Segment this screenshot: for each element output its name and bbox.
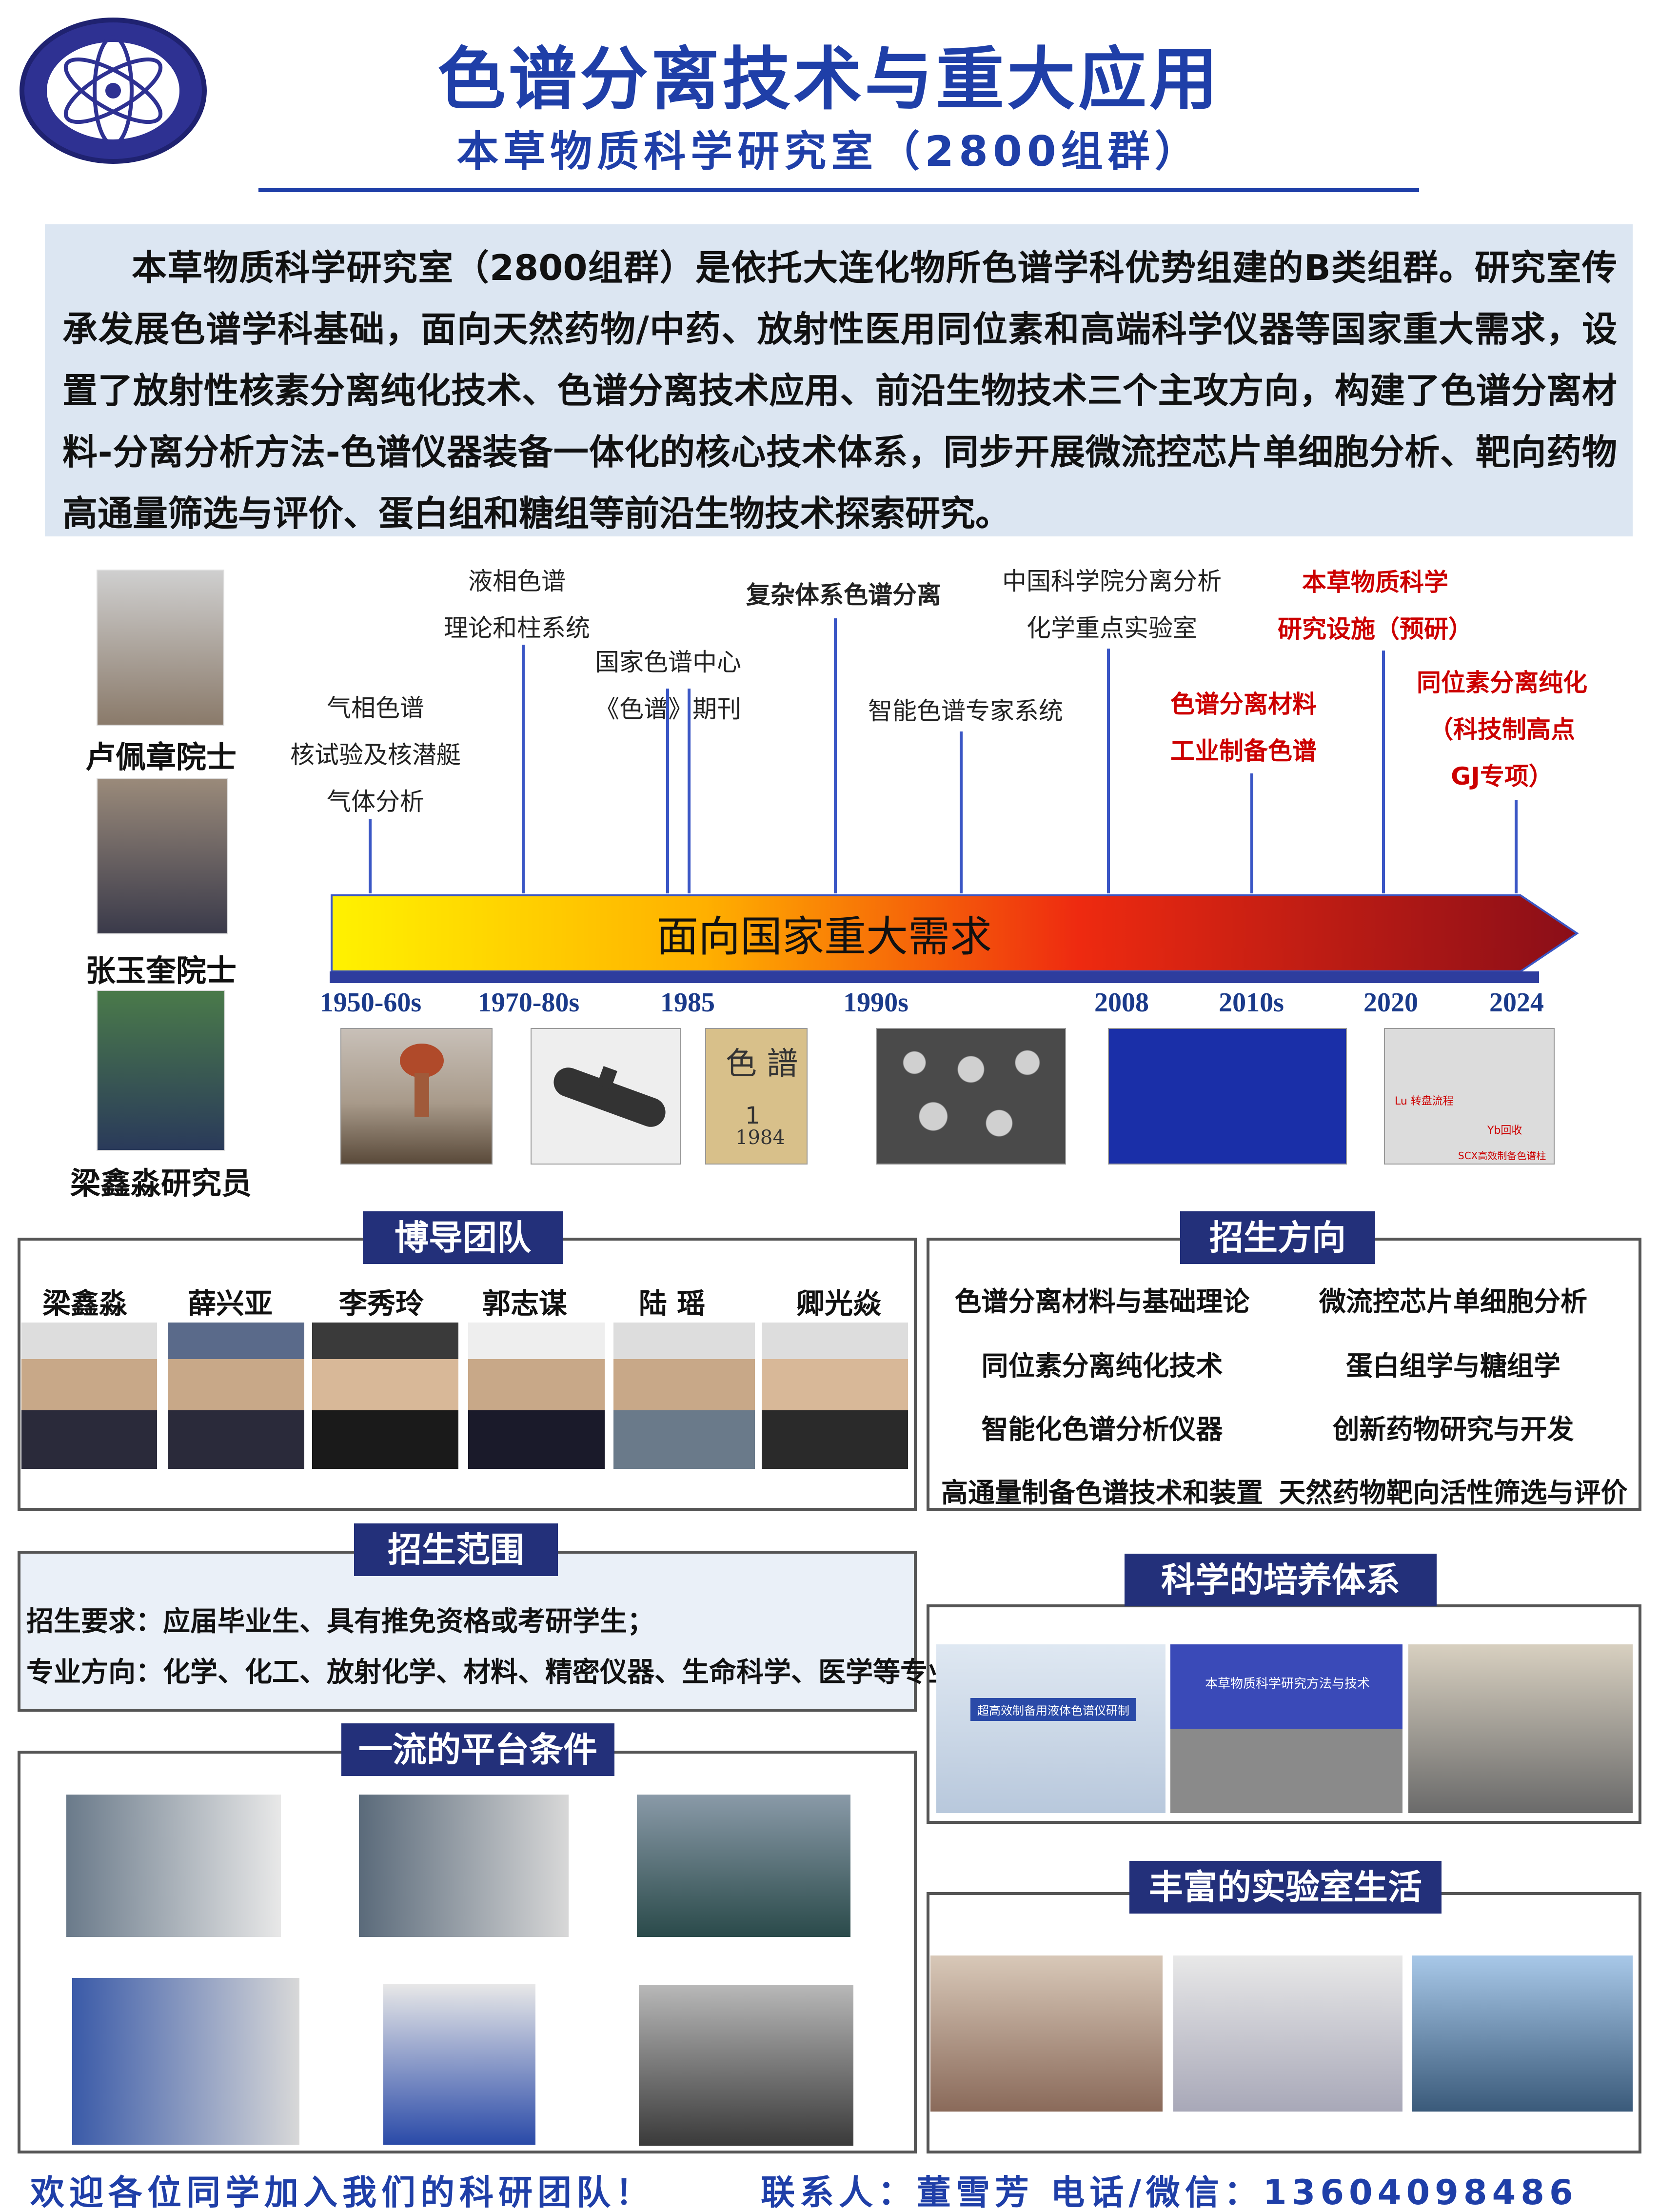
microspheres-image [876, 1028, 1066, 1165]
instrument-photo-6 [639, 1985, 853, 2146]
founder-name-1: 卢佩章院士 [85, 739, 237, 775]
lab-life-photo-2 [1173, 1955, 1402, 2112]
member-photo [613, 1323, 755, 1469]
member-photo [468, 1323, 605, 1469]
lab-life-photo-3 [1412, 1955, 1633, 2112]
training-header: 科学的培养体系 [1125, 1554, 1437, 1606]
milestone-connector [1107, 649, 1110, 893]
member-name: 梁鑫淼 [42, 1287, 127, 1320]
instrument-photo-3 [637, 1795, 850, 1937]
founder-photo-1 [97, 570, 224, 726]
direction-item: 微流控芯片单细胞分析 [1319, 1286, 1587, 1317]
member-name: 郭志谋 [482, 1287, 567, 1320]
milestone-connector [1515, 800, 1518, 893]
direction-item: 创新药物研究与开发 [1332, 1414, 1574, 1445]
nuclear-test-image [340, 1028, 493, 1165]
milestone-1: 气相色谱 核试验及核潜艇 气体分析 [290, 694, 461, 816]
founder-name-2: 张玉奎院士 [85, 953, 237, 988]
journal-cover-image: 色 譜 1 1984 [705, 1028, 808, 1165]
instrument-photo-2 [359, 1795, 569, 1937]
year-label: 2020 [1363, 988, 1418, 1018]
training-photo-3 [1408, 1644, 1633, 1813]
footer-contact: 联系人：董雪芳 电话/微信：13604098486 [761, 2172, 1578, 2212]
milestone-connector [1382, 651, 1385, 893]
enroll-direction-header: 招生方向 [1180, 1211, 1375, 1264]
dicp-logo-icon [20, 18, 207, 164]
enroll-scope-panel [18, 1551, 917, 1712]
expert-system-image [1108, 1028, 1347, 1165]
year-label: 1985 [660, 988, 715, 1018]
member-photo [312, 1323, 458, 1469]
year-label: 2008 [1094, 988, 1149, 1018]
enroll-scope-header: 招生范围 [354, 1523, 558, 1576]
phd-team-header: 博导团队 [363, 1211, 563, 1264]
lab-life-photo-1 [930, 1955, 1163, 2112]
instrument-photo-1 [66, 1795, 281, 1937]
milestone-connector [369, 819, 372, 893]
milestone-connector [834, 618, 837, 893]
member-name: 陆 瑶 [638, 1287, 706, 1320]
submarine-image [531, 1028, 681, 1165]
direction-item: 蛋白组学与糖组学 [1345, 1350, 1560, 1382]
milestone-4: 复杂体系色谱分离 [746, 581, 941, 609]
instrument-photo-4 [72, 1978, 299, 2145]
member-photo [21, 1323, 157, 1469]
milestone-9: 同位素分离纯化 （科技制高点 GJ专项） [1417, 669, 1587, 790]
page-subtitle: 本草物质科学研究室（2800组群） [456, 127, 1202, 176]
milestone-connector [960, 731, 963, 893]
milestone-connector [688, 689, 691, 893]
training-photo-2: 本草物质科学研究方法与技术 [1170, 1644, 1402, 1813]
year-label: 2024 [1489, 988, 1544, 1018]
year-label: 1970-80s [477, 988, 580, 1018]
member-photo [168, 1323, 304, 1469]
timeline-banner: 面向国家重大需求 [656, 912, 992, 961]
milestone-8: 本草物质科学 研究设施（预研） [1278, 568, 1473, 643]
milestone-6: 中国科学院分离分析 化学重点实验室 [1002, 567, 1222, 642]
timeline-arrow [331, 894, 1579, 972]
direction-item: 高通量制备色谱技术和装置 [941, 1477, 1263, 1508]
milestone-connector [1250, 773, 1253, 893]
year-label: 1990s [843, 988, 908, 1018]
intro-paragraph: 本草物质科学研究室（2800组群）是依托大连化物所色谱学科优势组建的B类组群。研… [45, 224, 1633, 536]
year-label: 2010s [1219, 988, 1284, 1018]
lab-life-header: 丰富的实验室生活 [1129, 1861, 1442, 1914]
scope-requirement: 招生要求：应届毕业生、具有推免资格或考研学生； [26, 1606, 654, 1638]
direction-item: 天然药物靶向活性筛选与评价 [1279, 1477, 1628, 1508]
title-divider [258, 188, 1419, 192]
member-photo [762, 1323, 908, 1469]
direction-item: 色谱分离材料与基础理论 [954, 1286, 1250, 1317]
isotope-device-image: Lu 转盘流程 Yb回收 SCX高效制备色谱柱 [1384, 1028, 1555, 1165]
direction-item: 智能化色谱分析仪器 [981, 1414, 1223, 1445]
page-title: 色谱分离技术与重大应用 [437, 40, 1221, 119]
milestone-connector [666, 689, 669, 893]
footer-welcome: 欢迎各位同学加入我们的科研团队！ [30, 2172, 654, 2212]
instrument-photo-5 [383, 1984, 535, 2145]
milestone-7: 色谱分离材料 工业制备色谱 [1170, 690, 1317, 765]
training-photo-1: 超高效制备用液体色谱仪研制 [936, 1644, 1165, 1813]
milestone-5: 智能色谱专家系统 [868, 697, 1063, 725]
founder-photo-3 [97, 990, 225, 1151]
scope-majors: 专业方向：化学、化工、放射化学、材料、精密仪器、生命科学、医学等专业 [26, 1657, 955, 1688]
member-name: 李秀玲 [338, 1287, 424, 1320]
milestone-2: 液相色谱 理论和柱系统 [444, 567, 590, 642]
direction-item: 同位素分离纯化技术 [981, 1350, 1223, 1382]
platform-header: 一流的平台条件 [341, 1723, 614, 1776]
member-name: 卿光焱 [796, 1287, 881, 1320]
founder-photo-2 [97, 778, 228, 934]
milestone-connector [522, 645, 525, 893]
founder-name-3: 梁鑫淼研究员 [70, 1165, 252, 1201]
timeline-baseline [330, 971, 1539, 983]
member-name: 薛兴亚 [187, 1287, 273, 1320]
year-label: 1950-60s [319, 988, 422, 1018]
